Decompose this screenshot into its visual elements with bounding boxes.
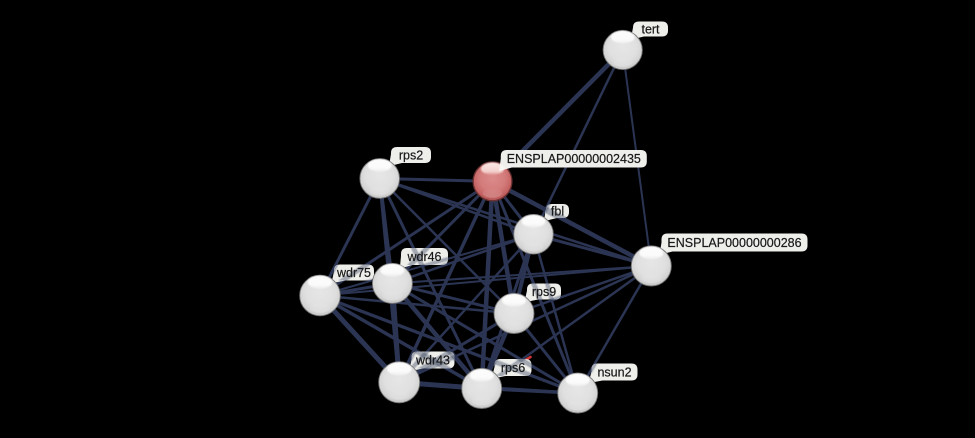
svg-text:rps6: rps6 bbox=[501, 361, 525, 375]
svg-text:wdr46: wdr46 bbox=[406, 250, 441, 264]
svg-text:rps9: rps9 bbox=[532, 285, 556, 299]
svg-text:ENSPLAP00000000286: ENSPLAP00000000286 bbox=[667, 236, 801, 250]
svg-text:tert: tert bbox=[641, 22, 660, 36]
svg-text:ENSPLAP00000002435: ENSPLAP00000002435 bbox=[507, 152, 641, 166]
svg-text:rps2: rps2 bbox=[399, 148, 423, 162]
svg-text:fbl: fbl bbox=[551, 204, 564, 218]
svg-text:wdr75: wdr75 bbox=[336, 266, 371, 280]
svg-text:nsun2: nsun2 bbox=[597, 365, 631, 379]
svg-text:wdr43: wdr43 bbox=[415, 353, 450, 367]
